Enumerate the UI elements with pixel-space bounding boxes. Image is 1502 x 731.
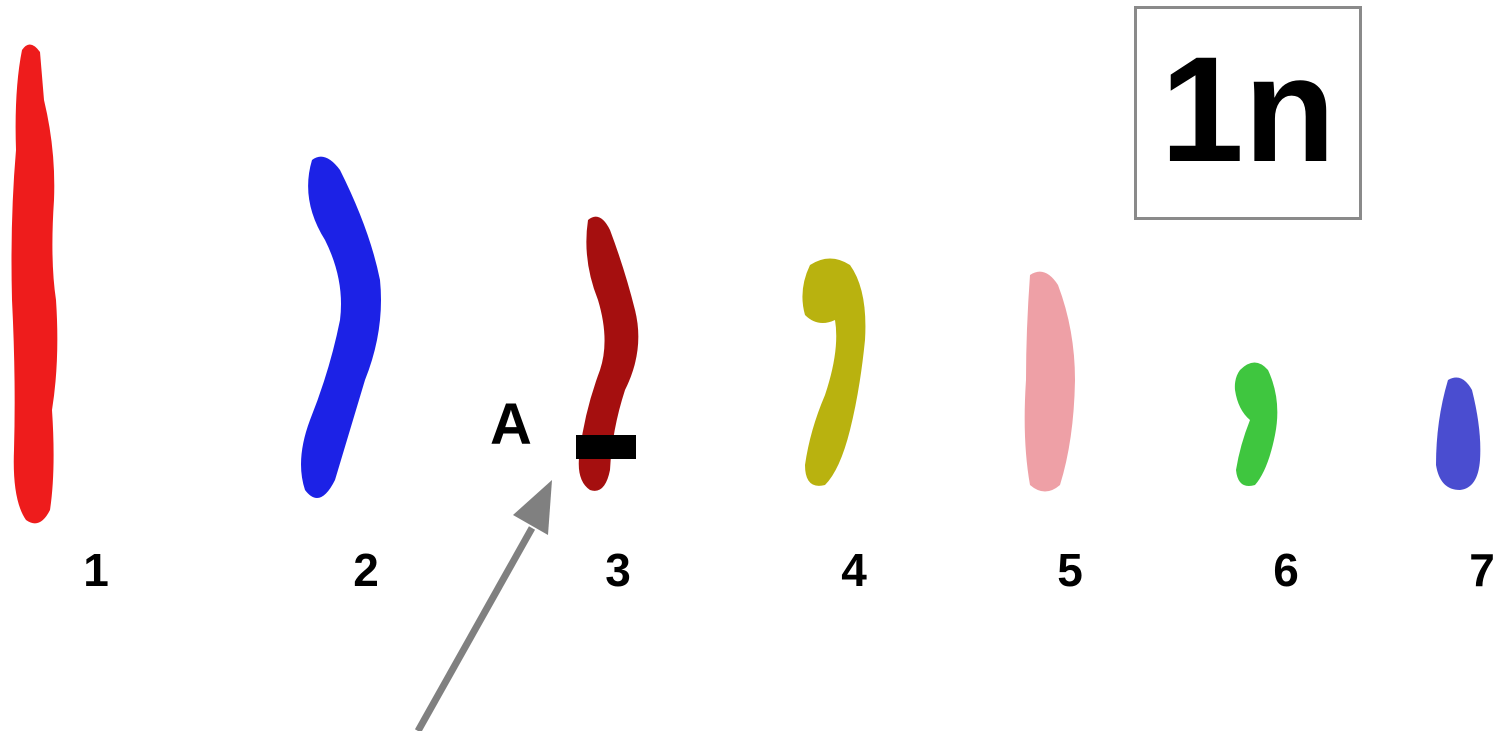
chromosome-1 [12,44,58,523]
chromosome-number-1: 1 [66,540,126,600]
chromosome-6 [1235,363,1277,487]
marker-bar [576,435,636,459]
chromosome-number-4: 4 [824,540,884,600]
marker-label: A [490,390,532,460]
chromosome-4 [802,259,865,486]
chromosome-number-2: 2 [336,540,396,600]
chromosome-number-6: 6 [1256,540,1316,600]
chromosome-number-7: 7 [1452,540,1502,600]
ploidy-label: 1n [1160,34,1335,184]
chromosome-2 [301,157,381,498]
chromosome-5 [1025,272,1075,492]
pointer-arrow-head [513,480,552,535]
pointer-arrow-shaft [418,528,532,731]
chromosome-number-3: 3 [588,540,648,600]
ploidy-box: 1n [1134,6,1362,220]
chromosome-7 [1436,378,1480,490]
chromosome-number-5: 5 [1040,540,1100,600]
